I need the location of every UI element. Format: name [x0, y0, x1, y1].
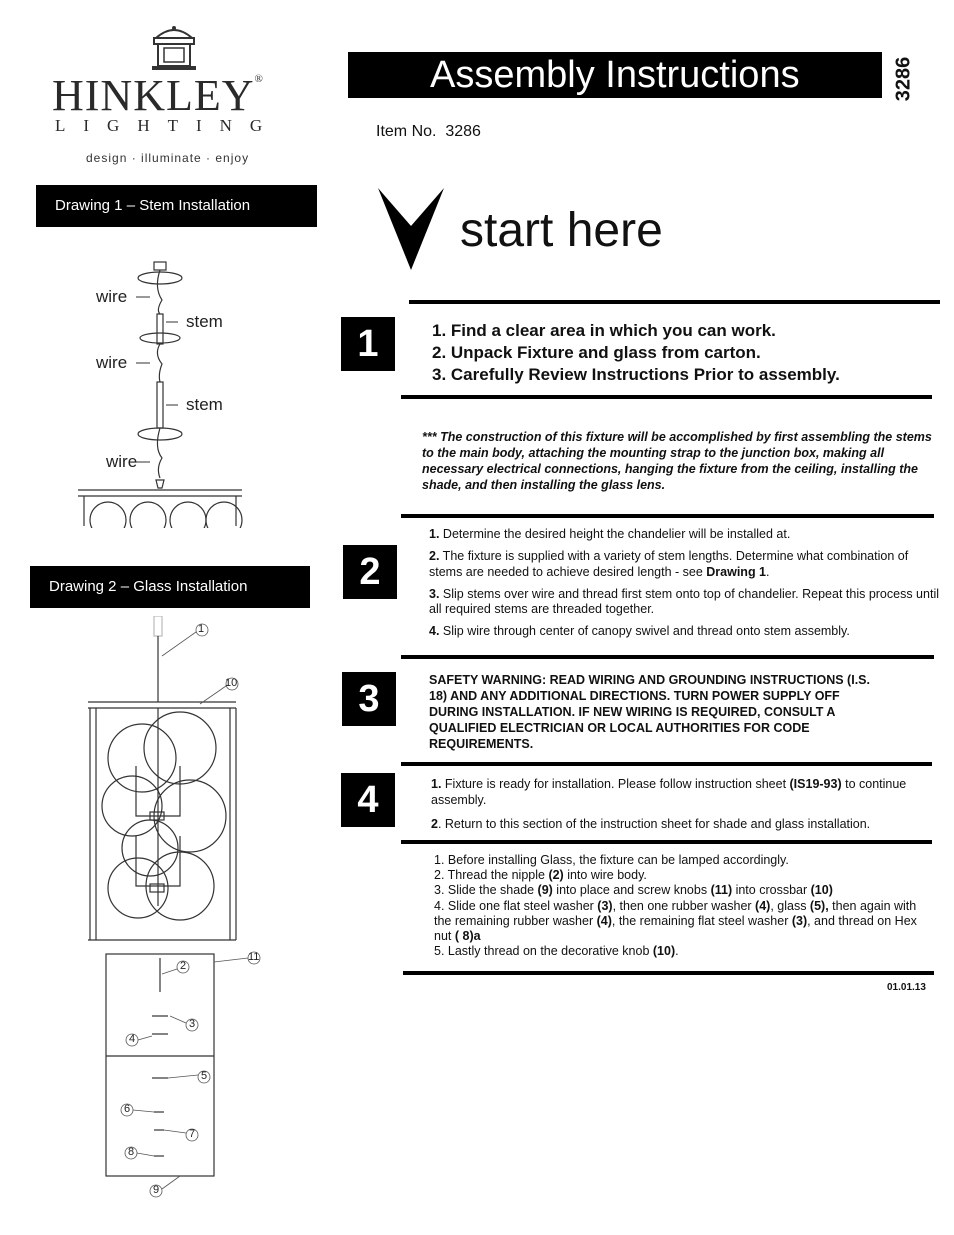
start-here-heading: start here: [460, 204, 663, 257]
callout-10: 10: [225, 677, 238, 689]
glass-step: 4. Slide one flat steel washer (3), then…: [434, 898, 917, 944]
drawing1-label-wire: wire: [106, 452, 138, 471]
divider: [409, 300, 940, 304]
drawing1-title: Drawing 1 – Stem Installation: [36, 185, 317, 227]
drawing2-title: Drawing 2 – Glass Installation: [30, 566, 310, 608]
divider: [401, 840, 932, 844]
glass-instructions: 1. Before installing Glass, the fixture …: [434, 853, 924, 959]
drawing1-label-wire: wire: [96, 353, 128, 372]
construction-note: *** The construction of this fixture wil…: [422, 430, 932, 492]
callout-6: 6: [124, 1103, 131, 1115]
glass-step: 5. Lastly thread on the decorative knob …: [434, 944, 679, 959]
step4-item: 2. Return to this section of the instruc…: [431, 817, 871, 831]
lantern-logo-icon: [152, 26, 196, 70]
callout-1: 1: [198, 623, 205, 635]
item-number: Item No. 3286: [376, 123, 481, 140]
stem-installation-drawing: [78, 261, 243, 528]
start-arrow-icon: [378, 188, 444, 270]
divider: [401, 655, 934, 659]
step1-item: 3. Carefully Review Instructions Prior t…: [432, 365, 840, 384]
callout-11: 11: [248, 951, 260, 963]
callout-8: 8: [128, 1146, 135, 1158]
glass-step: 3. Slide the shade (9) into place and sc…: [434, 883, 833, 898]
step-number-2: 2: [343, 545, 397, 599]
step1-item: 1. Find a clear area in which you can wo…: [432, 321, 776, 340]
page-title: Assembly Instructions: [348, 52, 882, 98]
step2-item: 4. Slip wire through center of canopy sw…: [429, 624, 850, 638]
drawing1-label-stem: stem: [186, 395, 223, 414]
divider: [401, 514, 934, 518]
drawing1-label-wire: wire: [96, 287, 128, 306]
step2-item: 3. Slip stems over wire and thread first…: [429, 586, 939, 617]
brand-name: HINKLEY®: [52, 71, 264, 120]
glass-step: 1. Before installing Glass, the fixture …: [434, 853, 789, 867]
callout-2: 2: [180, 960, 187, 972]
callout-9: 9: [153, 1184, 160, 1196]
glass-installation-drawing: [88, 616, 261, 1198]
divider: [403, 971, 934, 975]
divider: [401, 395, 932, 399]
brand-sub: LIGHTING: [55, 116, 281, 135]
safety-warning: SAFETY WARNING: READ WIRING AND GROUNDIN…: [429, 673, 870, 751]
item-code-vertical: 3286: [892, 56, 915, 102]
callout-3: 3: [189, 1018, 196, 1030]
step-number-1: 1: [341, 317, 395, 371]
brand-tagline: design · illuminate · enjoy: [86, 151, 250, 165]
callout-7: 7: [189, 1128, 196, 1140]
callout-4: 4: [129, 1033, 136, 1045]
glass-step: 2. Thread the nipple (2) into wire body.: [434, 868, 647, 883]
step-number-3: 3: [342, 672, 396, 726]
step1-list: 1. Find a clear area in which you can wo…: [432, 320, 840, 386]
step2-list: 1. Determine the desired height the chan…: [429, 527, 941, 646]
step4-list: 1. Fixture is ready for installation. Pl…: [431, 777, 931, 842]
step2-item: 1. Determine the desired height the chan…: [429, 527, 791, 541]
step-number-4: 4: [341, 773, 395, 827]
divider: [401, 762, 932, 766]
callout-5: 5: [201, 1070, 208, 1082]
revision-date: 01.01.13: [887, 982, 926, 993]
drawing1-label-stem: stem: [186, 312, 223, 331]
step1-item: 2. Unpack Fixture and glass from carton.: [432, 343, 761, 362]
step2-item: 2. The fixture is supplied with a variet…: [429, 549, 909, 579]
step4-item: 1. Fixture is ready for installation. Pl…: [431, 777, 907, 807]
